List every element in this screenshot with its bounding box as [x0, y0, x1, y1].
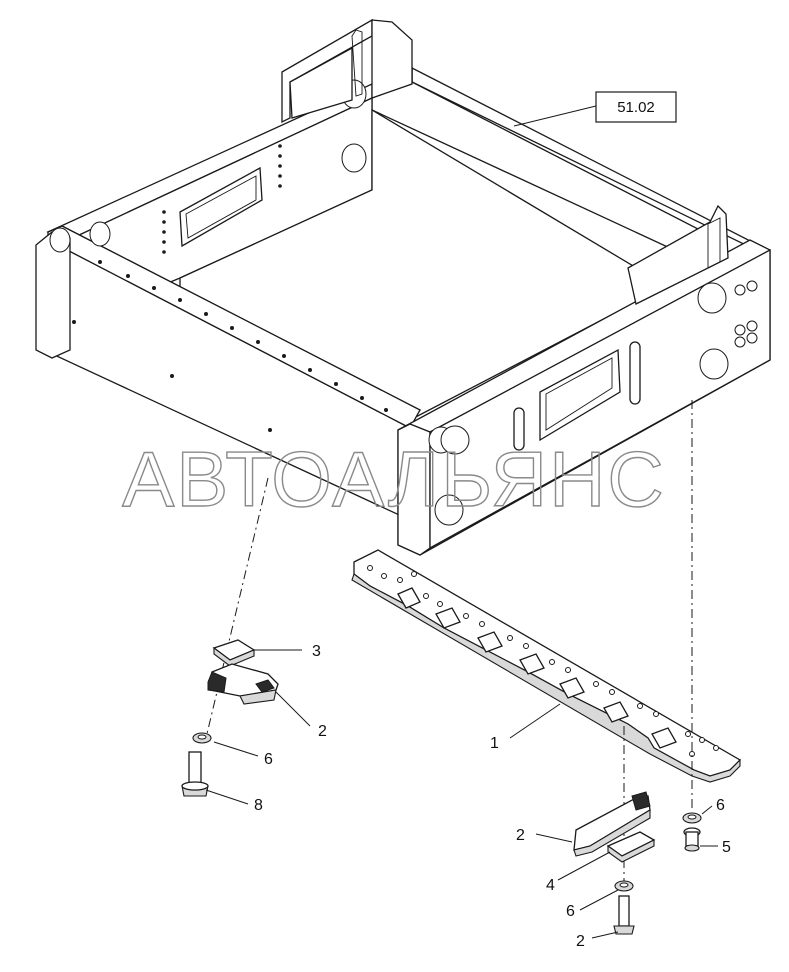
front-beam-hole-row — [72, 260, 388, 432]
callout-6-washer-left: 6 — [264, 751, 273, 768]
callout-2-tooth-right: 2 — [516, 827, 525, 844]
cutting-edge-bolt-holes — [367, 565, 719, 757]
callout-labels: 3 2 6 8 1 6 5 2 4 6 2 — [254, 643, 731, 950]
side-beam-hole-column — [162, 144, 282, 254]
callout-5: 5 — [722, 839, 731, 856]
watermark: АВТОАЛЬЯНС — [122, 435, 666, 523]
callout-2-bolt-bottom: 2 — [576, 933, 585, 950]
callout-leaders — [205, 649, 718, 939]
callout-3: 3 — [312, 643, 321, 660]
callout-1: 1 — [490, 735, 499, 752]
reference-box-label: 51.02 — [617, 99, 655, 116]
callout-6-washer-right: 6 — [716, 797, 725, 814]
callout-8: 8 — [254, 797, 263, 814]
callout-2-tooth-left: 2 — [318, 723, 327, 740]
frame-assembly — [35, 18, 771, 556]
callout-6-washer-bottom: 6 — [566, 903, 575, 920]
left-fastener-stack — [181, 639, 279, 797]
callout-4: 4 — [546, 877, 555, 894]
reference-box: 51.02 — [513, 91, 677, 127]
cutting-edge-plate — [351, 549, 742, 783]
right-fastener-stack — [573, 791, 702, 935]
